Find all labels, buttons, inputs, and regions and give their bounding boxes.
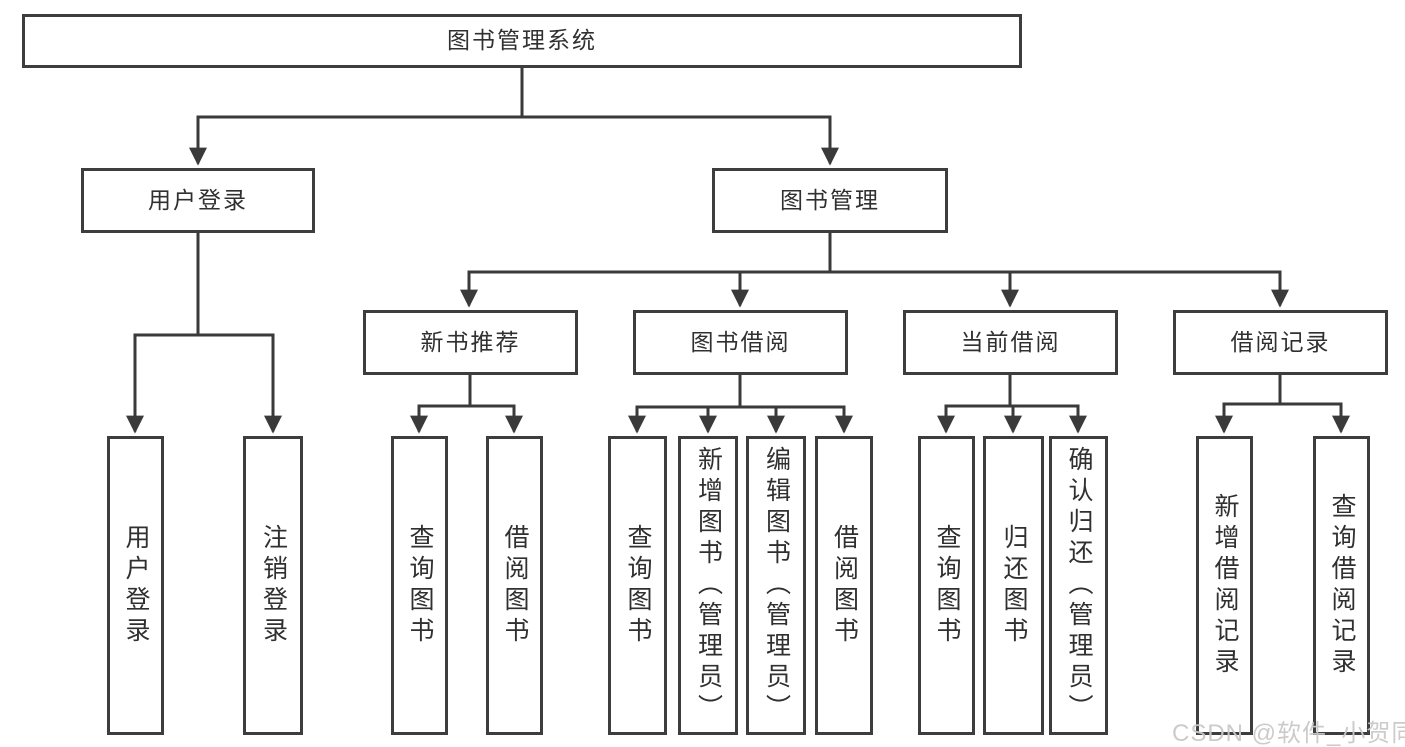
leaf-query-books-current: 查询图书 bbox=[918, 436, 975, 735]
leaf-edit-books-admin: 编辑图书（管理员） bbox=[746, 436, 806, 735]
leaf-borrow-books-recommend: 借阅图书 bbox=[486, 436, 543, 735]
node-book-borrow: 图书借阅 bbox=[633, 310, 848, 375]
node-book-management: 图书管理 bbox=[712, 168, 948, 233]
csdn-watermark: CSDN @软件_小贺同学 bbox=[1172, 720, 1405, 747]
leaf-user-login: 用户登录 bbox=[107, 436, 164, 735]
node-new-book-recommend: 新书推荐 bbox=[363, 310, 578, 375]
node-borrow-records: 借阅记录 bbox=[1173, 310, 1388, 375]
node-library-management-system: 图书管理系统 bbox=[22, 14, 1022, 68]
leaf-query-books-recommend: 查询图书 bbox=[391, 436, 448, 735]
leaf-query-books-borrow: 查询图书 bbox=[608, 436, 667, 735]
node-current-borrow: 当前借阅 bbox=[903, 310, 1118, 375]
leaf-confirm-return-admin: 确认归还（管理员） bbox=[1049, 436, 1108, 735]
leaf-query-borrow-record: 查询借阅记录 bbox=[1313, 436, 1370, 735]
leaf-logout: 注销登录 bbox=[243, 436, 303, 735]
leaf-add-borrow-record: 新增借阅记录 bbox=[1196, 436, 1253, 735]
connector-bars bbox=[133, 66, 1343, 409]
leaf-return-books: 归还图书 bbox=[983, 436, 1044, 735]
leaf-add-books-admin: 新增图书（管理员） bbox=[678, 436, 738, 735]
leaf-borrow-books: 借阅图书 bbox=[815, 436, 873, 735]
node-user-login: 用户登录 bbox=[81, 168, 315, 233]
